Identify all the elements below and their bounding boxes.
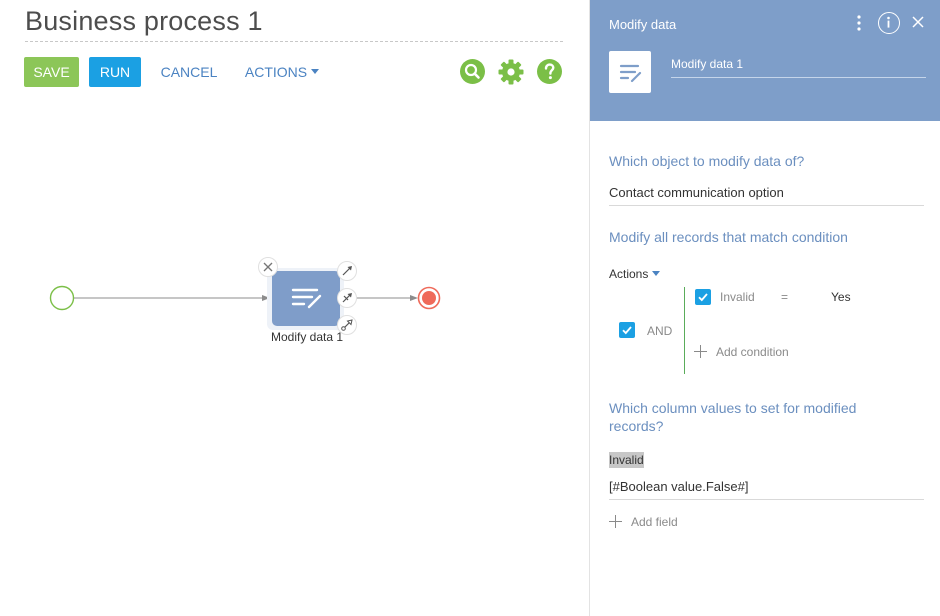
connect-flow-icon[interactable] [337,261,357,281]
save-button[interactable]: SAVE [24,57,79,87]
object-question-label: Which object to modify data of? [609,153,805,169]
plus-icon [694,345,707,359]
columns-question-label: Which column values to set for modified … [609,400,857,434]
connect-default-flow-icon[interactable] [337,315,357,335]
modify-data-element[interactable] [272,271,340,326]
element-caption: Modify data 1 [270,330,344,344]
info-icon[interactable] [878,12,900,34]
title-underline [25,41,563,42]
element-type-icon [609,51,651,93]
run-button[interactable]: RUN [89,57,141,87]
plus-icon [609,515,622,529]
more-options-icon[interactable] [852,14,866,32]
edit-list-icon [619,64,642,83]
check-icon [622,326,632,335]
start-event[interactable] [49,285,75,311]
end-event-fill [422,291,436,305]
object-field-underline [609,205,924,206]
element-name-input[interactable]: Modify data 1 [671,57,744,71]
close-icon[interactable] [910,14,926,30]
add-field-label: Add field [631,515,678,529]
cancel-button[interactable]: CANCEL [155,57,223,87]
connect-conditional-flow-icon[interactable] [337,288,357,308]
gear-icon[interactable] [498,59,524,85]
chevron-down-icon [311,68,320,74]
add-field-button[interactable]: Add field [609,515,678,529]
process-diagram [49,257,441,335]
condition-checkbox[interactable] [695,289,711,305]
check-icon [698,293,708,302]
flow-arrowhead [410,295,418,301]
condition-value[interactable]: Yes [831,290,851,304]
group-checkbox[interactable] [619,322,635,338]
condition-question-label: Modify all records that match condition [609,229,848,245]
condition-column[interactable]: Invalid [720,290,755,304]
flow-arrowhead [262,295,270,301]
add-condition-button[interactable]: Add condition [694,345,789,359]
element-setup-panel: Modify data [589,0,940,616]
column-value-underline [609,499,924,500]
object-lookup-field[interactable]: Contact communication option [609,185,784,200]
filter-actions-menu[interactable]: Actions [609,267,661,281]
actions-menu-label: ACTIONS [244,64,308,80]
delete-element-icon[interactable] [258,257,278,277]
process-designer: Business process 1 SAVE RUN CANCEL ACTIO… [24,6,563,344]
condition-group-bracket [684,287,685,374]
filter-actions-label: Actions [609,267,649,281]
actions-menu-button[interactable]: ACTIONS [238,57,326,87]
chevron-down-icon [652,271,661,277]
help-icon[interactable] [537,59,562,84]
panel-title: Modify data [609,17,677,32]
add-condition-label: Add condition [716,345,789,359]
panel-header: Modify data [590,0,940,121]
group-operator-label[interactable]: AND [647,324,673,338]
element-name-underline [671,77,926,78]
search-icon[interactable] [460,59,485,84]
page-title[interactable]: Business process 1 [25,6,263,36]
condition-operator[interactable]: = [781,290,789,304]
column-value-field[interactable]: [#Boolean value.False#] [609,479,749,494]
edit-list-icon [291,288,322,309]
column-name-label: Invalid [609,452,644,468]
